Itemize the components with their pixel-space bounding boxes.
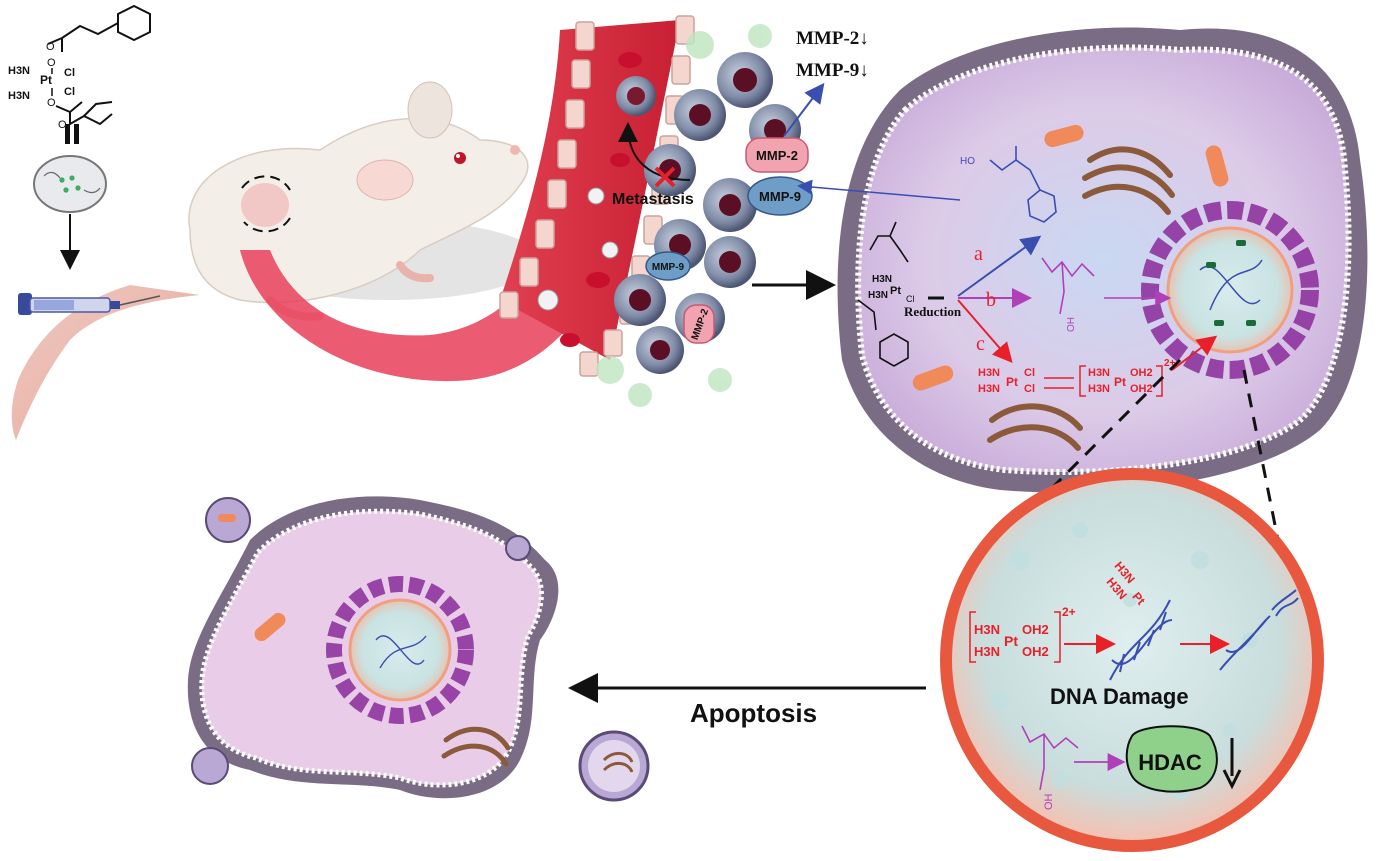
syringe-icon [18, 293, 161, 315]
golgi-apparatus [1082, 146, 1175, 215]
endoplasmic-reticulum [1141, 201, 1319, 379]
mouse-tail [11, 285, 201, 440]
aqua-cisplatin-nucleus: H3N H3N Pt OH2 OH2 2+ [969, 605, 1076, 663]
mouse-body [188, 117, 529, 304]
block-cross-icon [654, 166, 676, 188]
apoptotic-body [578, 730, 650, 802]
svg-text:Pt: Pt [1004, 633, 1018, 649]
svg-text:H3N: H3N [872, 274, 892, 285]
cisplatin-structure: H3N H3N Pt Cl Cl [978, 367, 1035, 395]
svg-text:H3N: H3N [974, 644, 1000, 659]
svg-text:H3N: H3N [1088, 367, 1110, 379]
metastasis-label: Metastasis [612, 191, 694, 208]
apoptotic-body [505, 535, 531, 561]
tumor-cell-large [837, 27, 1368, 493]
mmp2-protein: MMP-2 [745, 137, 809, 173]
valproic-acid-nucleus [1021, 725, 1079, 791]
svg-text:MMP-9: MMP-9 [759, 189, 801, 204]
dna-helix [1109, 599, 1173, 681]
mitochondrion [1205, 145, 1229, 187]
down-arrow-icon [1222, 738, 1242, 790]
pt-label: Pt [40, 73, 52, 87]
svg-text:2+: 2+ [1062, 605, 1076, 619]
path-a-arrow [957, 235, 1042, 297]
mouse-eye [454, 152, 466, 164]
endoplasmic-reticulum [326, 576, 474, 724]
svg-text:Cl: Cl [1024, 367, 1035, 379]
svg-text:H3N: H3N [978, 383, 1000, 395]
mitochondrion [912, 365, 954, 391]
svg-text:H3N: H3N [978, 367, 1000, 379]
mouse-illustration [11, 81, 540, 440]
apoptotic-body [205, 497, 251, 543]
svg-text:Cl: Cl [906, 294, 915, 304]
mitochondrion [1044, 124, 1084, 148]
benzene-ring [117, 4, 151, 42]
apoptotic-body [191, 747, 229, 785]
blood-vessel [240, 15, 695, 382]
hdac-label: HDAC [1138, 750, 1202, 775]
damaged-dna [1219, 589, 1299, 671]
tumor-cluster: MMP-2 MMP-9 MMP-9 MMP-2 [596, 24, 813, 407]
h3n-label: H3N [8, 65, 30, 77]
apoptosis-label: Apoptosis [690, 698, 817, 728]
svg-text:2+: 2+ [1164, 358, 1176, 369]
svg-text:H3N: H3N [868, 290, 888, 301]
tumor-site [241, 183, 289, 227]
mouse-ear [356, 159, 414, 201]
golgi-apparatus [987, 403, 1083, 451]
aqua-cisplatin: H3N H3N Pt OH2 OH2 2+ [1079, 358, 1176, 397]
svg-text:O: O [58, 119, 67, 131]
svg-text:OH2: OH2 [1130, 367, 1153, 379]
path-a-label: a [974, 243, 983, 265]
path-c-label: c [976, 333, 985, 355]
mmp2-down-label: MMP-2↓ [796, 28, 869, 49]
oh-label: OH [1066, 317, 1077, 332]
cl-label: Cl [64, 67, 75, 79]
svg-text:O: O [47, 97, 56, 109]
mouse-ear [407, 81, 453, 139]
dna-damage-label: DNA Damage [1050, 684, 1189, 709]
svg-text:OH2: OH2 [1022, 622, 1049, 637]
svg-text:Pt: Pt [890, 285, 901, 297]
path-c-arrow [957, 299, 1013, 364]
nanoparticle [33, 155, 107, 213]
h3n-label: H3N [8, 90, 30, 102]
svg-text:Pt: Pt [1114, 375, 1126, 389]
svg-text:OH: OH [1043, 793, 1055, 810]
mitochondrion [254, 612, 286, 642]
reduction-label: Reduction [904, 304, 962, 319]
ho-label: HO [960, 156, 975, 167]
nucleus [1166, 226, 1294, 354]
prodrug-in-cell: H3N H3N Pt Cl [857, 221, 944, 367]
mmp9-protein: MMP-9 [747, 176, 813, 216]
path-b-label: b [986, 289, 996, 311]
cl-label: Cl [64, 86, 75, 98]
svg-text:Pt: Pt [1006, 375, 1018, 389]
mmp9-down-label: MMP-9↓ [796, 60, 869, 81]
cinnamic-acid [989, 146, 1057, 223]
golgi-apparatus [441, 726, 511, 767]
svg-text:O: O [46, 41, 55, 53]
apoptotic-cell [187, 496, 559, 799]
svg-text:O: O [47, 57, 56, 69]
svg-text:H3N: H3N [1088, 383, 1110, 395]
nucleus-zoom [940, 468, 1324, 852]
svg-text:H3N: H3N [974, 622, 1000, 637]
svg-text:MMP-2: MMP-2 [756, 148, 798, 163]
svg-text:OH2: OH2 [1022, 644, 1049, 659]
mmp2-protein: MMP-2 [683, 304, 715, 344]
svg-text:Cl: Cl [1024, 383, 1035, 395]
valproic-acid [1041, 257, 1095, 315]
hdac-enzyme: HDAC [1125, 725, 1218, 793]
svg-text:MMP-9: MMP-9 [652, 262, 685, 273]
pt-prodrug-structure: O O H3N Pt Cl Cl H3N O O [8, 4, 151, 270]
svg-text:OH2: OH2 [1130, 383, 1153, 395]
mmp9-protein: MMP-9 [645, 251, 691, 281]
